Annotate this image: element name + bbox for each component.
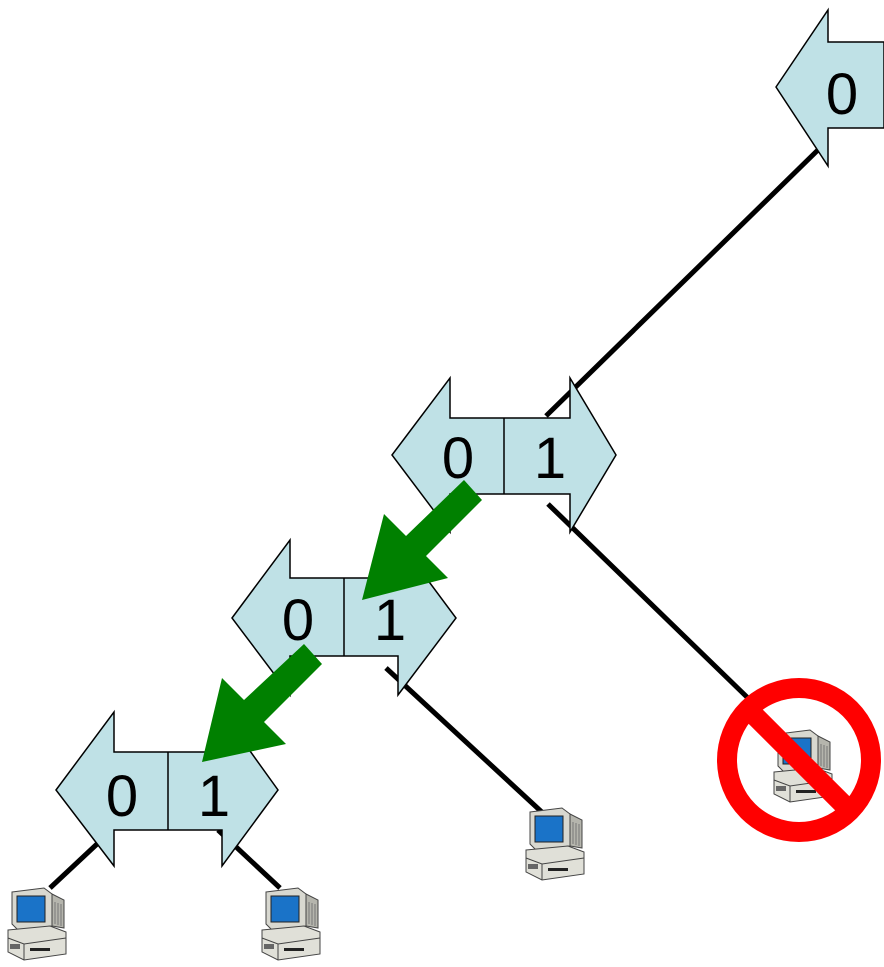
switch-top: 0 <box>775 7 884 169</box>
path-arrow-1 <box>362 480 482 600</box>
switch-4-right-label: 1 <box>198 764 230 829</box>
switch-3-right-label: 1 <box>374 588 406 653</box>
switch-3-left-label: 0 <box>282 588 314 653</box>
switch-4-left-label: 0 <box>106 764 138 829</box>
path-arrow-2 <box>202 644 322 762</box>
switch-2-left-label: 0 <box>442 426 474 491</box>
computer-icon <box>261 887 321 961</box>
switch-level-2: 0 1 <box>391 375 617 535</box>
blocked-icon <box>717 678 881 842</box>
computer-icon <box>7 887 67 961</box>
switch-2-right-label: 1 <box>534 426 566 491</box>
switch-top-left-label: 0 <box>826 62 858 127</box>
computer-icon <box>525 807 585 881</box>
